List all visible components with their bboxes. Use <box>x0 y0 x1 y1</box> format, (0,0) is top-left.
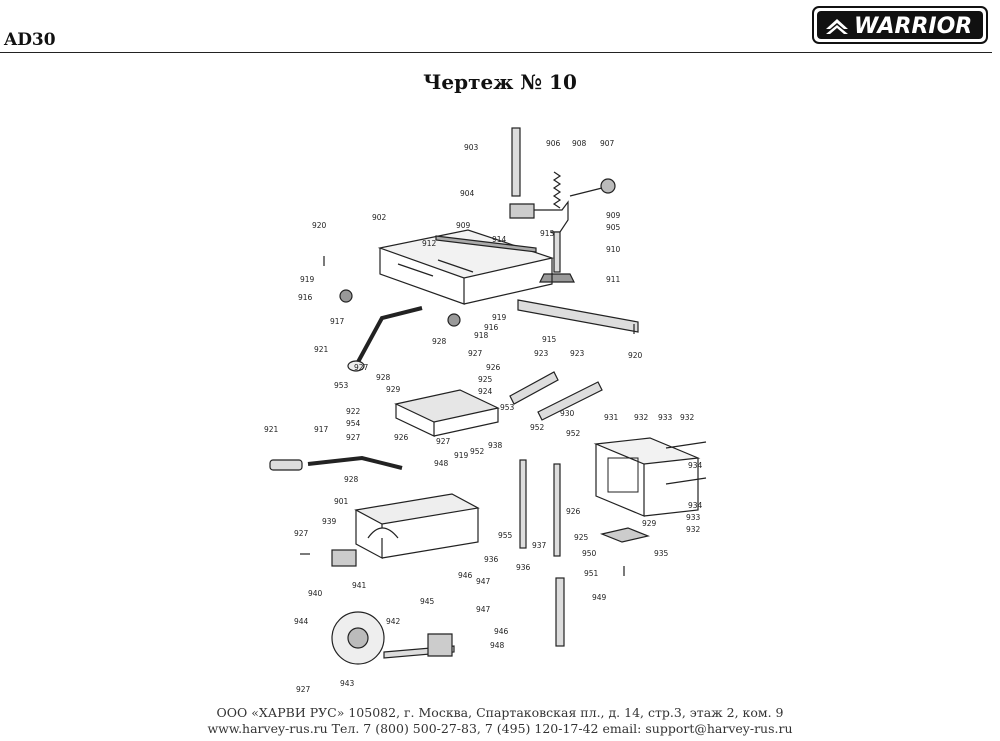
part-label: 927 <box>294 529 309 538</box>
part-label: 952 <box>530 423 545 432</box>
part-label: 914 <box>492 235 507 244</box>
part-label: 932 <box>634 413 649 422</box>
model-code: AD30 <box>4 30 56 50</box>
part-label: 945 <box>420 597 435 606</box>
part-label: 950 <box>582 549 597 558</box>
svg-text:WARRIOR: WARRIOR <box>854 14 972 39</box>
part-label: 923 <box>534 349 549 358</box>
part-label: 913 <box>540 229 555 238</box>
part-label: 919 <box>300 275 315 284</box>
part-label: 930 <box>560 409 575 418</box>
part-label: 942 <box>386 617 401 626</box>
part-label: 909 <box>456 221 471 230</box>
part-labels: 903 906 908 907 904 909 905 902 909 913 … <box>264 139 703 694</box>
part-label: 901 <box>334 497 349 506</box>
part-label: 923 <box>570 349 585 358</box>
part-label: 922 <box>346 407 361 416</box>
part-label: 919 <box>492 313 507 322</box>
part-label: 925 <box>478 375 493 384</box>
part-label: 917 <box>314 425 329 434</box>
part-label: 926 <box>486 363 501 372</box>
part-label: 920 <box>628 351 643 360</box>
part-label: 934 <box>688 461 703 470</box>
part-label: 946 <box>494 627 509 636</box>
part-label: 936 <box>516 563 531 572</box>
part-label: 937 <box>532 541 547 550</box>
part-label: 918 <box>474 331 489 340</box>
part-label: 920 <box>312 221 327 230</box>
warrior-logo: WARRIOR <box>812 6 988 44</box>
part-label: 933 <box>686 513 701 522</box>
part-label: 926 <box>566 507 581 516</box>
part-label: 909 <box>606 211 621 220</box>
part-label: 927 <box>468 349 483 358</box>
part-label: 924 <box>478 387 493 396</box>
part-label: 947 <box>476 577 491 586</box>
part-label: 928 <box>432 337 447 346</box>
part-label: 952 <box>566 429 581 438</box>
part-label: 906 <box>546 139 561 148</box>
part-label: 939 <box>322 517 337 526</box>
part-label: 943 <box>340 679 355 688</box>
part-label: 925 <box>574 533 589 542</box>
part-label: 904 <box>460 189 475 198</box>
part-label: 916 <box>484 323 499 332</box>
part-label: 953 <box>500 403 515 412</box>
part-label: 929 <box>642 519 657 528</box>
part-label: 912 <box>422 239 437 248</box>
part-label: 928 <box>376 373 391 382</box>
part-label: 928 <box>344 475 359 484</box>
part-label: 941 <box>352 581 367 590</box>
part-label: 932 <box>686 525 701 534</box>
part-label: 908 <box>572 139 587 148</box>
part-label: 916 <box>298 293 313 302</box>
part-label: 919 <box>454 451 469 460</box>
part-label: 910 <box>606 245 621 254</box>
part-label: 911 <box>606 275 621 284</box>
footer-address: ООО «ХАРВИ РУС» 105082, г. Москва, Спарт… <box>216 705 784 720</box>
part-label: 927 <box>296 685 311 694</box>
part-label: 940 <box>308 589 323 598</box>
part-label: 951 <box>584 569 599 578</box>
footer-contacts: www.harvey-rus.ru Тел. 7 (800) 500-27-83… <box>207 721 793 736</box>
part-label: 955 <box>498 531 513 540</box>
part-label: 921 <box>314 345 329 354</box>
part-label: 948 <box>434 459 449 468</box>
part-label: 946 <box>458 571 473 580</box>
part-label: 938 <box>488 441 503 450</box>
part-label: 926 <box>394 433 409 442</box>
header-rule <box>0 52 992 53</box>
part-label: 933 <box>658 413 673 422</box>
part-label: 905 <box>606 223 621 232</box>
part-label: 917 <box>330 317 345 326</box>
part-label: 948 <box>490 641 505 650</box>
part-label: 927 <box>346 433 361 442</box>
part-label: 929 <box>386 385 401 394</box>
part-label: 915 <box>542 335 557 344</box>
part-label: 944 <box>294 617 309 626</box>
part-label: 927 <box>354 363 369 372</box>
part-label: 935 <box>654 549 669 558</box>
part-label: 903 <box>464 143 479 152</box>
part-label: 952 <box>470 447 485 456</box>
part-label: 907 <box>600 139 615 148</box>
part-label: 932 <box>680 413 695 422</box>
part-label: 953 <box>334 381 349 390</box>
part-label: 947 <box>476 605 491 614</box>
part-label: 936 <box>484 555 499 564</box>
part-label: 949 <box>592 593 607 602</box>
part-label: 934 <box>688 501 703 510</box>
part-label: 931 <box>604 413 619 422</box>
part-label: 902 <box>372 213 387 222</box>
part-label: 927 <box>436 437 451 446</box>
drawing-title: Чертеж № 10 <box>423 70 577 94</box>
part-label: 954 <box>346 419 361 428</box>
part-label: 921 <box>264 425 279 434</box>
exploded-parts-diagram: 903 906 908 907 904 909 905 902 909 913 … <box>264 127 707 694</box>
